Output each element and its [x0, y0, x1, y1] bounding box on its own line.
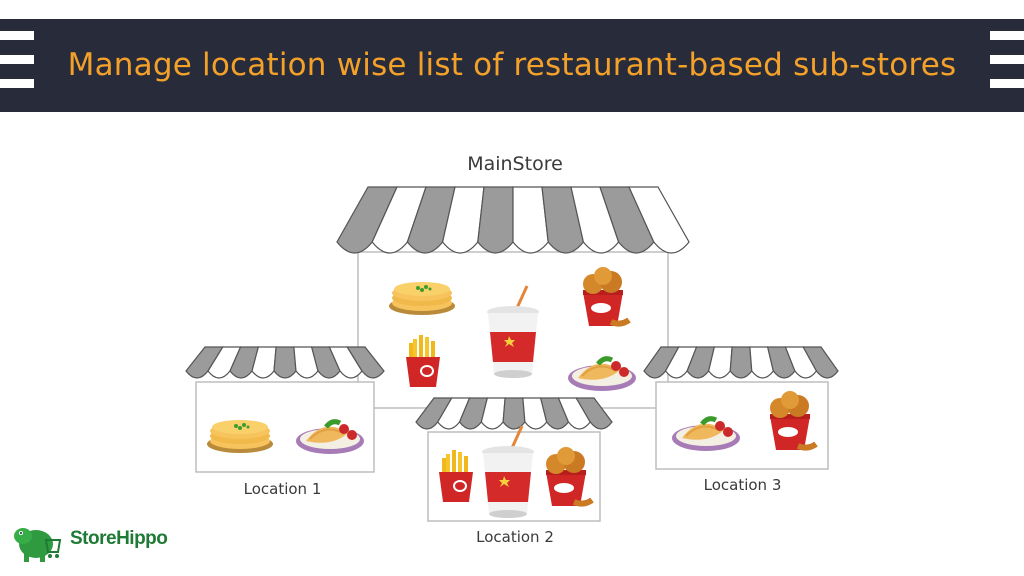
- location-1-awning: [185, 346, 385, 379]
- brand-name: StoreHippo: [70, 528, 168, 549]
- location-2-label: Location 2: [476, 528, 554, 546]
- location-1-label: Location 1: [243, 480, 322, 498]
- location-3-label: Location 3: [703, 476, 782, 494]
- main-store-label: MainStore: [467, 153, 563, 175]
- left-stripes-decoration: [0, 31, 34, 103]
- main-store-awning: [336, 186, 690, 254]
- pancakes-icon: [207, 420, 273, 453]
- page-title: Manage location wise list of restaurant-…: [67, 47, 957, 83]
- location-2-awning: [415, 397, 613, 430]
- hippo-mascot-icon: [14, 528, 62, 562]
- pancakes-icon: [389, 282, 455, 315]
- location-3-awning: [643, 346, 839, 379]
- brand-logo: StoreHippo: [10, 518, 180, 564]
- right-stripes-decoration: [990, 31, 1024, 103]
- header-banner: Manage location wise list of restaurant-…: [0, 19, 1024, 112]
